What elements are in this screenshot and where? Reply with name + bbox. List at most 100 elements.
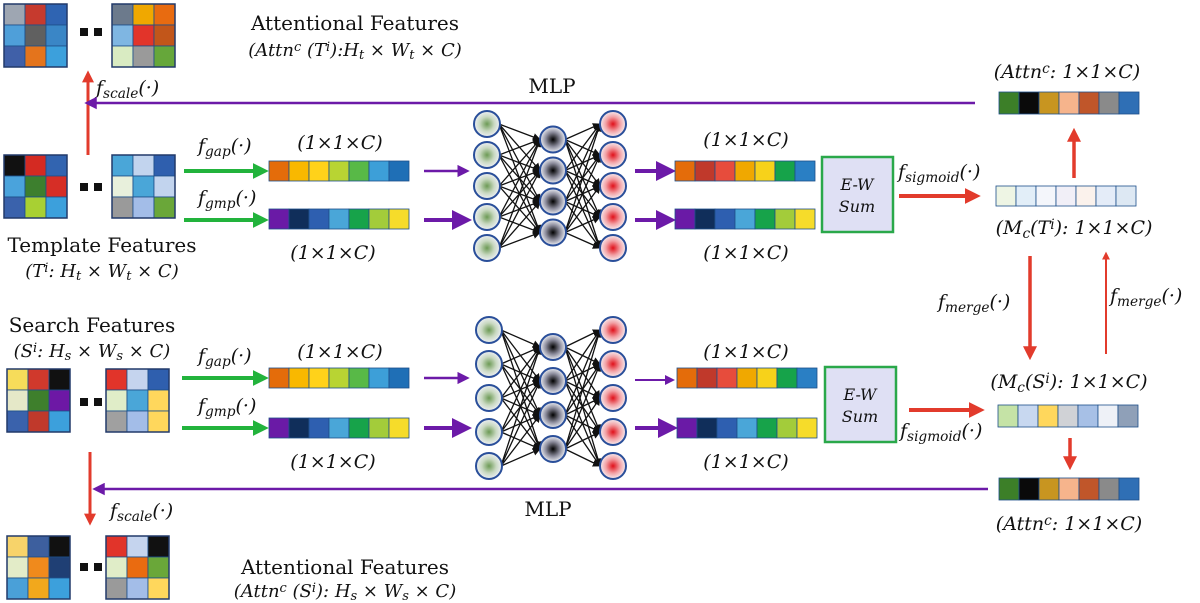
vector-cell [696,417,718,439]
grid-cell [126,556,149,579]
network-connection [564,231,601,249]
grid-border [3,154,68,219]
network-node [599,384,627,412]
grid-cell [111,154,134,177]
grid-cell [27,535,50,558]
network-node [539,187,567,216]
attentional-features-bottom-dims: (Attnc (Si): Hs × Ws × C) [234,581,456,603]
grid-cell [111,3,134,26]
grid-cell [153,196,176,219]
vector-cell [1077,404,1099,428]
vec-label-gmpout-bottom: (1×1×C) [703,451,788,473]
network-connection [498,200,541,249]
grid-cell [48,368,71,391]
grid-cell [105,535,128,558]
vector-cell [1078,477,1100,501]
grid-cell [6,556,29,579]
vector-cell [348,160,370,182]
vector-cell [1075,185,1097,207]
vector-cell [736,417,758,439]
search-features-title: Search Features [9,313,176,337]
vector-cell [1035,185,1057,207]
ew-sum-top-line1: E-W [840,175,876,194]
grid-cell [105,368,128,391]
vector-cell [268,417,290,439]
mlp-network-bottom [475,316,627,480]
network-connection [564,448,601,467]
gap-output-vector-top [674,160,816,182]
grid-cell [24,196,47,219]
mlp-top-label: MLP [528,74,575,98]
template-features-title: Template Features [7,233,196,257]
vector-cell [348,417,370,439]
vector-cell [997,404,1019,428]
vector-cell [1118,477,1140,501]
vector-cell [674,160,696,182]
grid-cell [3,175,26,198]
vector-cell [716,417,738,439]
attn-c-bottom-label: (Attnc: 1×1×C) [996,513,1142,535]
network-node [599,316,627,344]
grid-cell [105,577,128,600]
attn-c-top-label: (Attnc: 1×1×C) [994,61,1140,83]
ew-sum-box-top [820,155,895,234]
vector-cell [1055,185,1077,207]
network-node [475,418,503,446]
grid-cell [27,556,50,579]
vector-cell [368,208,390,230]
network-node [599,172,627,200]
vector-cell [328,208,350,230]
grid-cell [27,368,50,391]
gmp-vector-bottom [268,417,410,439]
f-merge-right-label: fmerge(·) [1108,285,1182,310]
vector-cell [1097,404,1119,428]
vector-cell [328,417,350,439]
vector-cell [754,160,776,182]
network-node [475,316,503,344]
vec-label-gmpout-top: (1×1×C) [703,242,788,264]
vector-cell [1058,91,1080,115]
grid-cell [45,196,68,219]
network-connection [498,231,541,249]
network-node [475,384,503,412]
grid-cell [132,196,155,219]
network-node [539,156,567,185]
vector-cell [1015,185,1037,207]
network-node [539,435,567,463]
grid-cell [126,389,149,412]
network-node [473,172,501,200]
ew-sum-top-line2: Sum [839,197,875,216]
grid-cell [45,175,68,198]
network-node [473,234,501,262]
network-connection [500,329,541,348]
vector-cell [348,367,370,389]
vector-cell [796,417,818,439]
grid-border [6,535,71,600]
vector-cell [1058,477,1080,501]
vector-cell [1038,477,1060,501]
network-node [539,367,567,395]
grid-cell [6,577,29,600]
grid-cell [6,410,29,433]
grid-cell [27,410,50,433]
vector-cell [288,417,310,439]
vector-cell [1098,477,1120,501]
network-connection [498,138,541,187]
network-node [473,141,501,169]
grid-cell [48,556,71,579]
vector-cell [1057,404,1079,428]
attentional-features-bottom-grid-1 [6,535,71,600]
network-connection [564,329,602,450]
grid-cell [111,175,134,198]
grid-cell [105,556,128,579]
grid-cell [3,45,26,68]
network-node [599,418,627,446]
vector-cell [734,160,756,182]
vector-cell [756,367,778,389]
grid-cell [45,154,68,177]
grid-border [105,535,170,600]
vector-cell [995,185,1017,207]
grid-cell [3,3,26,26]
network-connection [564,216,601,234]
